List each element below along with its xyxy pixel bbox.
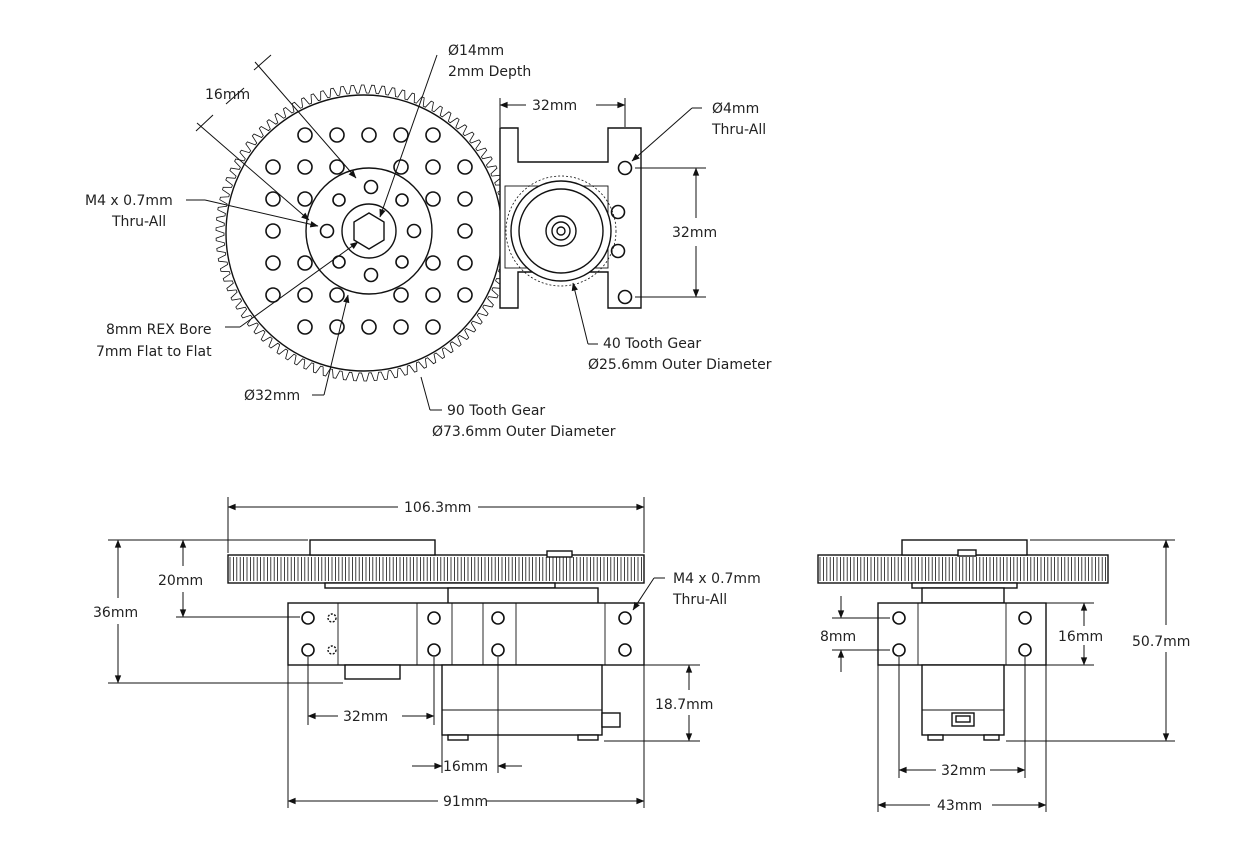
gear-hole <box>297 319 313 335</box>
label-bracket-width: 32mm <box>532 98 577 114</box>
label-front-tap-depth: Thru-All <box>672 592 727 608</box>
gear-hole <box>425 319 441 335</box>
gear-hole <box>425 255 441 271</box>
gear-hole <box>393 319 409 335</box>
gear-hole <box>297 191 313 207</box>
label-bore-depth: 2mm Depth <box>448 64 531 80</box>
gear-hole <box>329 127 345 143</box>
label-side-hole-spacing: 32mm <box>941 763 986 779</box>
large-gear <box>215 84 513 382</box>
label-servo-depth: 18.7mm <box>655 697 713 713</box>
label-tap-size: M4 x 0.7mm <box>85 193 173 209</box>
gear-hole <box>329 159 345 175</box>
gear-hole <box>425 127 441 143</box>
label-front-tap-size: M4 x 0.7mm <box>673 571 761 587</box>
label-tap-depth: Thru-All <box>111 214 166 230</box>
label-bore-flat: 7mm Flat to Flat <box>96 344 212 360</box>
side-view: 8mm 16mm 50.7mm 32mm 43mm <box>817 539 1190 814</box>
gear-hole <box>457 287 473 303</box>
label-hole-pitch: 8mm <box>820 629 856 645</box>
label-base-length: 91mm <box>443 794 488 810</box>
label-servo-offset: 16mm <box>443 759 488 775</box>
gear-hole <box>265 255 281 271</box>
label-overall-length: 106.3mm <box>404 500 471 516</box>
front-view: 106.3mm 20mm 36mm M4 x 0.7mm Thru-All 32… <box>93 497 761 810</box>
gear-teeth-front <box>229 557 642 581</box>
label-hole-spacing: 32mm <box>343 709 388 725</box>
label-small-gear-od: Ø25.6mm Outer Diameter <box>588 357 772 373</box>
gear-hole <box>457 191 473 207</box>
gear-hole <box>361 127 377 143</box>
gear-hole <box>393 127 409 143</box>
gear-hole <box>297 159 313 175</box>
label-base-width: 43mm <box>937 798 982 814</box>
label-gear-offset: 20mm <box>158 573 203 589</box>
label-bore-dia: Ø14mm <box>448 43 504 59</box>
label-large-gear-teeth: 90 Tooth Gear <box>447 403 545 419</box>
label-bracket-hole-depth: Thru-All <box>711 122 766 138</box>
gear-hole <box>457 223 473 239</box>
small-gear <box>505 175 617 287</box>
gear-hole <box>457 159 473 175</box>
label-hub-dia: Ø32mm <box>244 388 300 404</box>
gear-hole <box>329 319 345 335</box>
gear-hole <box>297 127 313 143</box>
label-small-gear-teeth: 40 Tooth Gear <box>603 336 701 352</box>
gear-hole <box>425 191 441 207</box>
label-bracket-height: 32mm <box>672 225 717 241</box>
gear-hole <box>393 287 409 303</box>
label-large-gear-od: Ø73.6mm Outer Diameter <box>432 424 616 440</box>
label-pattern-16mm: 16mm <box>205 87 250 103</box>
gear-hole <box>361 319 377 335</box>
label-total-height: 50.7mm <box>1132 634 1190 650</box>
top-view: Ø14mm 2mm Depth 16mm M4 x 0.7mm Thru-All… <box>85 43 772 440</box>
label-overall-height: 36mm <box>93 605 138 621</box>
label-bore-type: 8mm REX Bore <box>106 322 211 338</box>
label-hole-spacing-vertical: 16mm <box>1058 629 1103 645</box>
gear-hole <box>457 255 473 271</box>
gear-hole <box>265 287 281 303</box>
gear-teeth-side <box>819 557 1106 581</box>
gear-hole <box>297 287 313 303</box>
gear-hole <box>265 223 281 239</box>
gear-hole <box>265 159 281 175</box>
gear-hole <box>425 159 441 175</box>
gear-hole <box>265 191 281 207</box>
hub <box>305 167 433 295</box>
gear-hole <box>297 255 313 271</box>
gear-hole-pattern <box>265 127 473 335</box>
gear-hole <box>425 287 441 303</box>
gear-hole <box>393 159 409 175</box>
label-bracket-hole-dia: Ø4mm <box>712 101 759 117</box>
gear-hole <box>329 287 345 303</box>
